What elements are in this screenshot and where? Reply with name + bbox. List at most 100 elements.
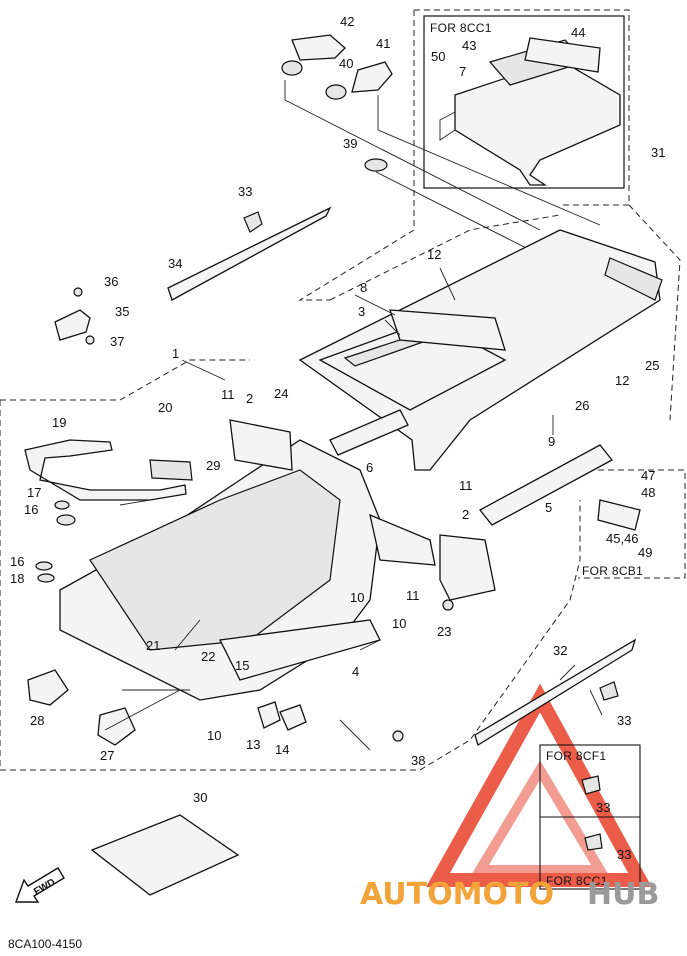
label-32: 32: [553, 643, 567, 658]
clip-part-39: [364, 158, 388, 172]
strip-part-32: [474, 638, 637, 746]
clip-part-33c: [581, 775, 601, 795]
box-for-8cb1: FOR 8CB1: [582, 564, 643, 578]
label-33-a: 33: [238, 184, 252, 199]
label-43: 43: [462, 38, 476, 53]
top-sheets: [281, 34, 601, 256]
diagram-code: 8CA100-4150: [8, 937, 82, 951]
label-37: 37: [110, 334, 124, 349]
label-17: 17: [27, 485, 41, 500]
label-16-b: 16: [10, 554, 24, 569]
grommet-part-14: [279, 704, 307, 731]
bush-part-16a: [56, 514, 76, 526]
clip-part-33d: [584, 833, 603, 851]
label-33-c: 33: [596, 800, 610, 815]
cover-part-7: [454, 59, 621, 186]
box-label: FOR 8CC1: [546, 874, 608, 888]
label-8: 8: [360, 280, 367, 295]
label-29: 29: [206, 458, 220, 473]
grommet-part-13: [257, 701, 281, 729]
label-20: 20: [158, 400, 172, 415]
watermark-logo: [426, 683, 652, 887]
bolt-part-36: [73, 287, 83, 297]
label-33-d: 33: [617, 847, 631, 862]
watermark-part2: HUB: [587, 877, 659, 912]
label-24: 24: [274, 386, 288, 401]
group-outlines: [0, 9, 686, 771]
fwd-arrow-icon: FWD: [15, 867, 65, 903]
label-49: 49: [638, 545, 652, 560]
label-22: 22: [201, 649, 215, 664]
label-11-b: 11: [459, 478, 473, 493]
label-26: 26: [575, 398, 589, 413]
box-for-8cc1-top: FOR 8CC1: [423, 15, 625, 189]
watermark-part1: AUTOMOTO: [360, 877, 554, 912]
label-30: 30: [193, 790, 207, 805]
label-15: 15: [235, 658, 249, 673]
bracket-35: [54, 287, 95, 345]
fwd-label: FWD: [32, 877, 57, 898]
bracket-part-29: [149, 459, 193, 481]
label-3: 3: [358, 304, 365, 319]
label-25: 25: [645, 358, 659, 373]
bar-part-19: [24, 439, 187, 501]
box-label: FOR 8CB1: [582, 564, 643, 578]
clip-part-40b: [325, 84, 347, 100]
label-4: 4: [352, 664, 359, 679]
label-11-a: 11: [221, 387, 235, 402]
boots-and-grommets: [27, 599, 454, 746]
clip-part-33b: [599, 681, 619, 701]
label-50: 50: [431, 49, 445, 64]
label-7: 7: [459, 64, 466, 79]
label-10-a: 10: [350, 590, 364, 605]
label-12-a: 12: [427, 247, 441, 262]
label-33-b: 33: [617, 713, 631, 728]
watermark-text: AUTOMOTO HUB: [360, 877, 659, 912]
label-31: 31: [651, 145, 665, 160]
label-5: 5: [545, 500, 552, 515]
label-40: 40: [339, 56, 353, 71]
bush-part-17: [54, 500, 70, 510]
sheet-part-41: [351, 61, 393, 93]
label-10-c: 10: [207, 728, 221, 743]
label-44: 44: [571, 25, 585, 40]
boot-part-27: [97, 707, 136, 746]
rail-part-5: [479, 444, 613, 526]
label-45-46: 45,46: [606, 531, 639, 546]
label-2-a: 2: [246, 391, 253, 406]
label-41: 41: [376, 36, 390, 51]
label-21: 21: [146, 638, 160, 653]
sheet-part-30: [90, 814, 240, 896]
panel-part-44: [524, 37, 601, 73]
box-label: FOR 8CF1: [546, 749, 606, 763]
label-39: 39: [343, 136, 357, 151]
bracket-part-2a: [229, 419, 293, 471]
label-42: 42: [340, 14, 354, 29]
rail-part-8: [389, 309, 506, 351]
label-11-c: 11: [406, 588, 420, 603]
label-6: 6: [366, 460, 373, 475]
cap-part-38: [392, 730, 404, 742]
callout-labels: 42 41 40 43 44 50 7 39 31 33 34 12 36 8 …: [10, 14, 665, 862]
main-frame-part-4: [59, 419, 496, 701]
boot-part-28: [27, 669, 69, 706]
box-for-8cf1: FOR 8CF1 FOR 8CC1: [539, 744, 641, 890]
label-13: 13: [246, 737, 260, 752]
bush-part-18: [37, 573, 55, 583]
label-14: 14: [275, 742, 289, 757]
clip-part-33a: [243, 211, 263, 233]
label-1: 1: [172, 346, 179, 361]
left-small-parts: [35, 500, 76, 583]
plate-part-45-46: [597, 499, 641, 531]
mount-part-right: [369, 513, 436, 566]
label-28: 28: [30, 713, 44, 728]
label-34: 34: [168, 256, 182, 271]
bush-part-16b: [35, 561, 53, 571]
rear-cover-part-1: [298, 229, 663, 531]
label-18: 18: [10, 571, 24, 586]
label-35: 35: [115, 304, 129, 319]
label-23: 23: [437, 624, 451, 639]
label-36: 36: [104, 274, 118, 289]
label-19: 19: [52, 415, 66, 430]
